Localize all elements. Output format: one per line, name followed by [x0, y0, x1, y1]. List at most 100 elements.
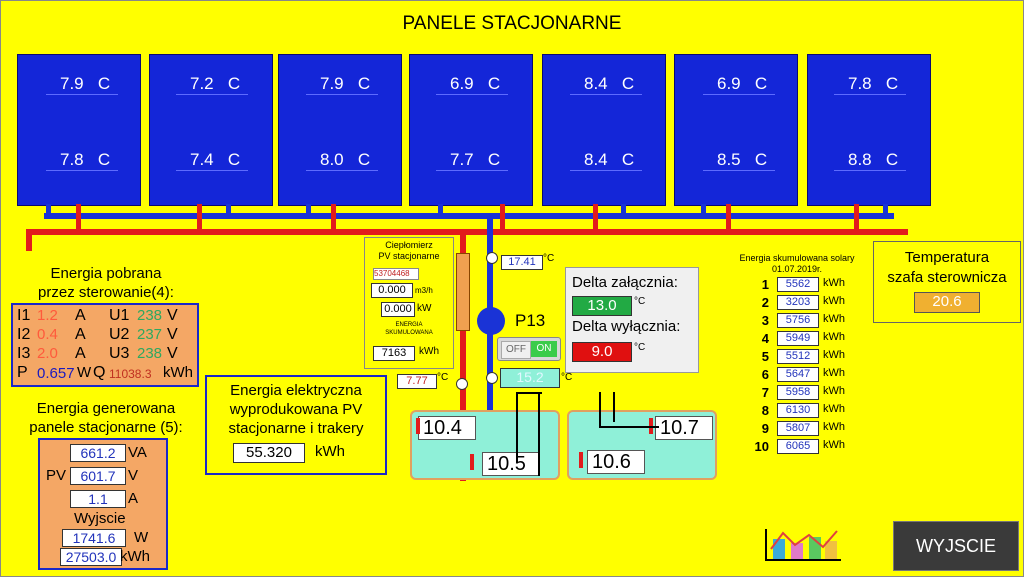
- heat-energy-value: 7163: [373, 346, 415, 361]
- unit-label: C: [227, 74, 241, 93]
- unit-label: C: [885, 150, 899, 169]
- panel-3-temp-top: 7.9: [320, 74, 344, 93]
- unit-label: C: [754, 150, 768, 169]
- trend-chart-icon[interactable]: [763, 527, 843, 563]
- unit-label: C: [621, 74, 635, 93]
- elec-energy-box: Energia elektryczna wyprodukowana PV sta…: [205, 375, 387, 475]
- pump-off-label: OFF: [501, 341, 531, 359]
- flow-value: 0.000: [371, 283, 413, 298]
- panel-5-temp-top: 8.4: [584, 74, 608, 93]
- solar-panel-5: 8.4 C 8.4 C: [542, 54, 666, 206]
- cold-riser: [487, 213, 493, 473]
- sensor-dot: [456, 378, 468, 390]
- supply-temp-value: 17.41: [501, 255, 543, 270]
- U2-value: 237: [137, 326, 163, 343]
- gen-energy-title: Energia generowana panele stacjonarne (5…: [29, 400, 183, 436]
- panel-3-temp-bottom: 8.0: [320, 150, 344, 169]
- panel-2-temp-top: 7.2: [190, 74, 214, 93]
- tank-left: 10.4 10.5: [410, 392, 560, 480]
- pv-current-value: 1.1: [70, 490, 126, 508]
- tank-left-top-temp: 10.4: [418, 416, 476, 440]
- Q-value: 11038.3: [109, 367, 152, 381]
- solar-panel-3: 7.9 C 8.0 C: [278, 54, 402, 206]
- unit-label: C: [487, 150, 501, 169]
- panel-4-temp-top: 6.9: [450, 74, 474, 93]
- tank-right-top-temp: 10.7: [655, 416, 713, 440]
- U1-value: 238: [137, 307, 163, 324]
- heat-meter-sensor: [456, 253, 470, 331]
- hot-riser: [460, 229, 466, 481]
- sensor-dot: [486, 252, 498, 264]
- thermometer-icon: [416, 418, 420, 434]
- panel-1-temp-top: 7.9: [60, 74, 84, 93]
- exit-button[interactable]: WYJSCIE: [893, 521, 1019, 571]
- panel-7-temp-top: 7.8: [848, 74, 872, 93]
- unit-label: C: [754, 74, 768, 93]
- unit-label: C: [487, 74, 501, 93]
- unit-label: C: [227, 150, 241, 169]
- panel-6-temp-top: 6.9: [717, 74, 741, 93]
- page-title: PANELE STACJONARNE: [402, 13, 622, 34]
- ctrl-energy-box: I1 1.2 A U1 238 V I2 0.4 A U2 237 V I3 2…: [11, 303, 199, 387]
- cabinet-temp-value: 20.6: [914, 292, 980, 313]
- solar-panel-7: 7.8 C 8.8 C: [807, 54, 931, 206]
- return-right-temp-value: 15.2: [500, 368, 560, 388]
- gen-energy-box: 661.2 VA PV 601.7 V 1.1 A Wyjscie 1741.6…: [38, 438, 168, 570]
- panel-5-temp-bottom: 8.4: [584, 150, 608, 169]
- tank-right-bottom-temp: 10.6: [587, 450, 645, 474]
- heat-meter-serial: 53704468: [373, 268, 419, 280]
- unit-label: C: [885, 74, 899, 93]
- U3-value: 238: [137, 345, 163, 362]
- solar-panel-1: 7.9 C 7.8 C: [17, 54, 141, 206]
- I3-value: 2.0: [37, 345, 58, 362]
- return-left-temp-value: 7.77: [397, 374, 437, 389]
- tank-left-bottom-temp: 10.5: [482, 452, 540, 476]
- output-energy-value: 27503.0: [60, 548, 122, 566]
- solar-panel-4: 6.9 C 7.7 C: [409, 54, 533, 206]
- hot-manifold-end: [26, 229, 32, 251]
- hot-manifold: [26, 229, 908, 235]
- unit-label: C: [97, 150, 111, 169]
- delta-on-value[interactable]: 13.0: [572, 296, 632, 316]
- unit-label: C: [97, 74, 111, 93]
- solar-panel-6: 6.9 C 8.5 C: [674, 54, 798, 206]
- panel-7-temp-bottom: 8.8: [848, 150, 872, 169]
- panel-6-temp-bottom: 8.5: [717, 150, 741, 169]
- pv-voltage-value: 601.7: [70, 467, 126, 485]
- ctrl-energy-title: Energia pobrana przez sterowanie(4):: [38, 265, 174, 301]
- sensor-dot: [486, 372, 498, 384]
- panel-1-temp-bottom: 7.8: [60, 150, 84, 169]
- tank-right: 10.7 10.6: [567, 392, 717, 480]
- pump-on-label: ON: [531, 341, 557, 357]
- I1-value: 1.2: [37, 307, 58, 324]
- heat-meter-box: Ciepłomierz PV stacjonarne 53704468 0.00…: [364, 237, 454, 369]
- unit-label: C: [357, 74, 371, 93]
- va-value: 661.2: [70, 444, 126, 462]
- delta-box: Delta załącznia: 13.0 °C Delta wyłącznia…: [565, 267, 699, 373]
- accum-title: Energia skumulowana solary 01.07.2019r.: [739, 253, 855, 274]
- thermometer-icon: [579, 452, 583, 468]
- unit-label: C: [621, 150, 635, 169]
- pump-icon: [477, 307, 505, 335]
- panel-4-temp-bottom: 7.7: [450, 150, 474, 169]
- pump-label: P13: [515, 311, 546, 330]
- thermometer-icon: [470, 454, 474, 470]
- cold-manifold: [44, 213, 894, 219]
- output-power-value: 1741.6: [62, 529, 126, 547]
- power-value: 0.000: [381, 302, 415, 317]
- delta-off-value[interactable]: 9.0: [572, 342, 632, 362]
- I2-value: 0.4: [37, 326, 58, 343]
- P-value: 0.657: [37, 365, 75, 382]
- pump-toggle[interactable]: OFF ON: [497, 337, 561, 361]
- unit-label: C: [357, 150, 371, 169]
- elec-energy-value: 55.320: [233, 443, 305, 463]
